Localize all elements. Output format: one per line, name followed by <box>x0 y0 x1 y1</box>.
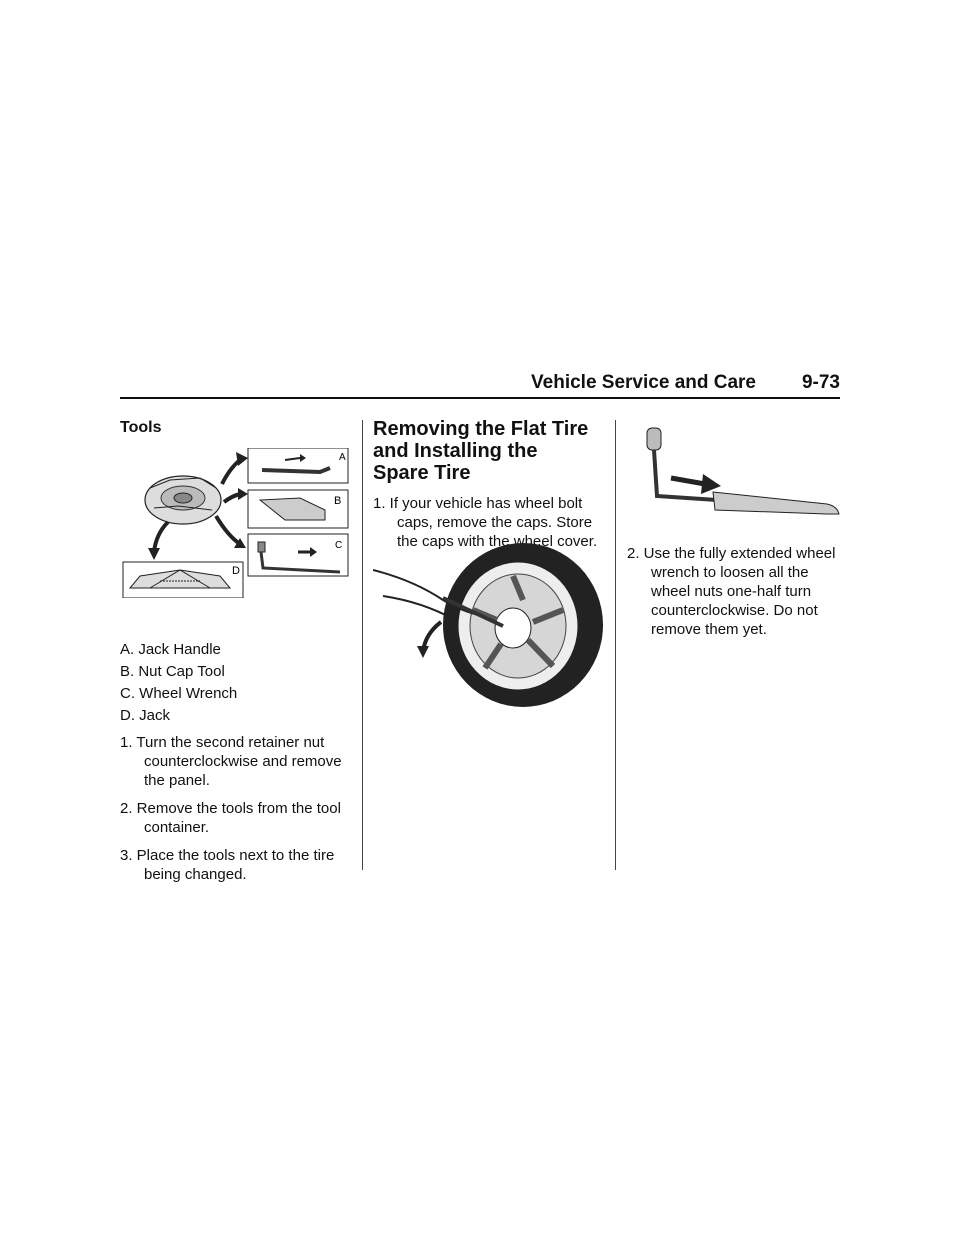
legend-item-d: D. Jack <box>120 707 171 724</box>
tools-column: Tools <box>120 418 352 437</box>
section-title: Vehicle Service and Care <box>531 372 756 393</box>
wheel-figure <box>373 543 603 707</box>
tools-figure: A B C D <box>122 448 349 598</box>
wrench-figure <box>646 427 840 515</box>
tire-tool-kit-illustration <box>144 475 222 525</box>
tire-illustration <box>443 543 603 707</box>
removing-step-1: 1. If your vehicle has wheel bolt caps, … <box>373 495 598 550</box>
figure-label-b: B <box>334 495 341 507</box>
figure-label-c: C <box>335 540 342 551</box>
legend-item-b: B. Nut Cap Tool <box>120 663 225 680</box>
wrench-step-2: 2. Use the fully extended wheel wrench t… <box>627 545 836 638</box>
wheel-wrench-illustration <box>646 427 840 515</box>
page-number: 9-73 <box>801 372 840 393</box>
tools-step-2: 2. Remove the tools from the tool contai… <box>120 800 341 836</box>
tools-step-3: 3. Place the tools next to the tire bein… <box>120 847 335 883</box>
header-rule <box>120 397 840 399</box>
figure-label-d: D <box>232 565 240 577</box>
removing-column: Removing the Flat Tire and Installing th… <box>373 418 605 551</box>
column-divider-2 <box>615 420 616 870</box>
removing-heading: Removing the Flat Tire and Installing th… <box>373 418 589 484</box>
wrench-section: 2. Use the fully extended wheel wrench t… <box>627 544 847 639</box>
tools-legend: A. Jack Handle B. Nut Cap Tool C. Wheel … <box>120 640 352 725</box>
tools-heading: Tools <box>120 419 162 436</box>
rotation-arrow-icon <box>417 646 429 658</box>
page-header: Vehicle Service and Care 9-73 <box>120 372 840 400</box>
legend-item-c: C. Wheel Wrench <box>120 685 238 702</box>
tools-step-1: 1. Turn the second retainer nut counterc… <box>120 734 342 789</box>
figure-label-a: A <box>339 452 346 463</box>
tools-steps: 1. Turn the second retainer nut counterc… <box>120 733 352 884</box>
direction-arrow-icon <box>701 474 721 494</box>
legend-item-a: A. Jack Handle <box>120 641 221 658</box>
jack-illustration <box>128 569 232 589</box>
column-divider-1 <box>362 420 363 870</box>
hand-with-tool-illustration <box>373 569 504 628</box>
